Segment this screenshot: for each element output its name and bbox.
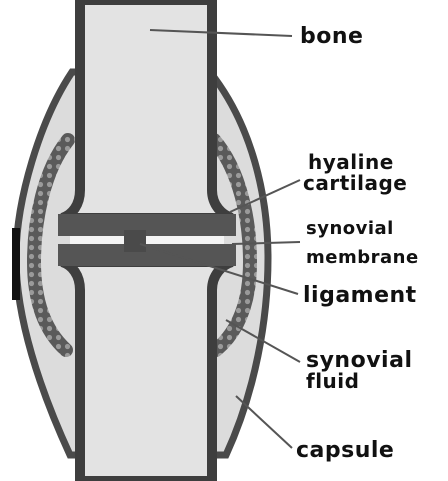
left-shadow [12,228,20,300]
label-capsule: capsule [296,438,394,463]
label-bone: bone [300,24,363,49]
hyaline-cartilage-upper [58,214,236,236]
label-cartilage: cartilage [303,171,407,195]
joint-gap [70,236,224,244]
hyaline-cartilage-lower [58,244,236,266]
label-ligament: ligament [303,283,417,308]
leader-capsule [236,396,292,448]
ligament-connector [124,230,146,252]
lower-bone [62,262,232,481]
label-synovial-membrane-1: synovial [306,218,394,239]
label-synovial-fluid-2: fluid [306,369,359,393]
label-synovial-membrane-2: membrane [306,247,419,268]
